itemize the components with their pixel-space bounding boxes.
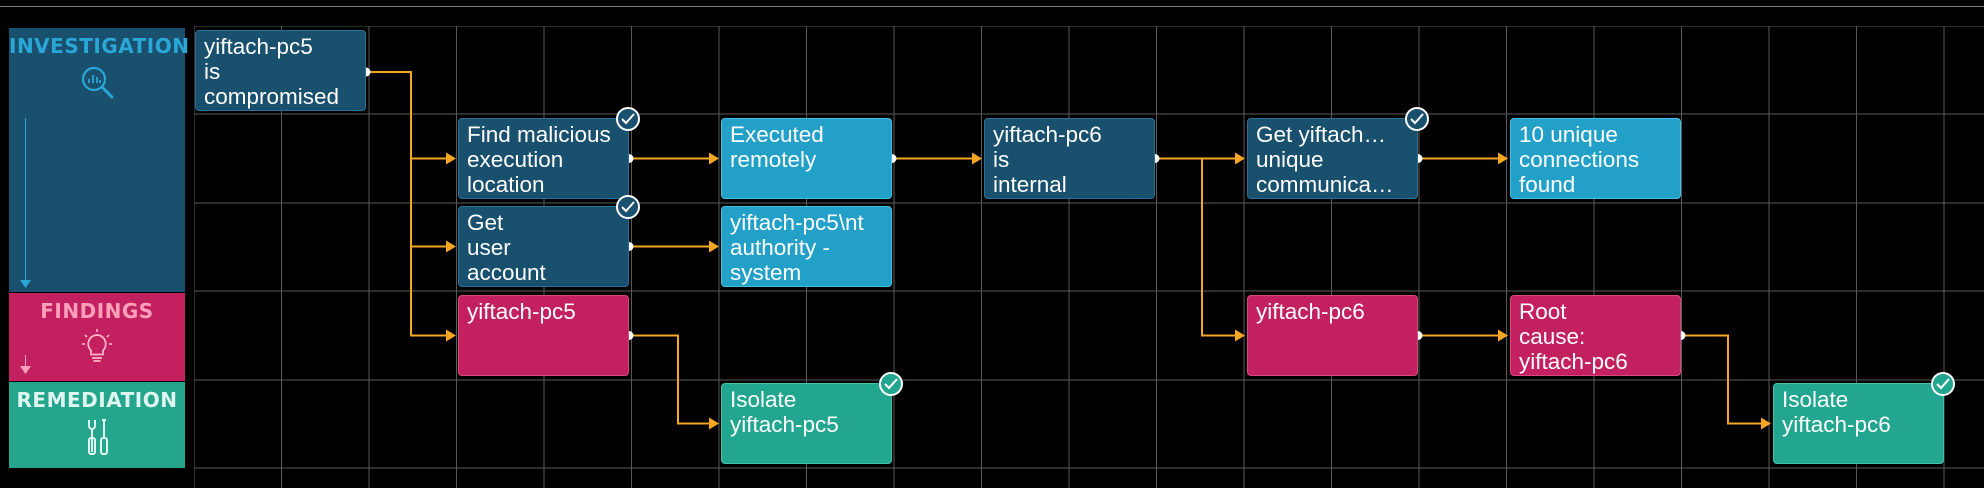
connector-arrowhead	[709, 240, 719, 253]
task-label-line: execution	[467, 147, 564, 172]
connector-arrowhead	[709, 152, 719, 165]
checkmark-icon	[1405, 107, 1429, 131]
task-label-line: remotely	[730, 147, 817, 172]
lane-arrowhead-findings	[20, 366, 31, 374]
task-label-line: compromised	[204, 84, 340, 109]
task-label-line: Get yiftach…	[1256, 122, 1387, 147]
task-label-line: yiftach-pc6	[1519, 349, 1628, 374]
connector-line	[366, 71, 448, 160]
lane-arrow-investigation	[25, 118, 26, 284]
task-label-line: cause:	[1519, 324, 1586, 349]
connector-line	[1155, 157, 1237, 337]
connector-arrowhead	[972, 152, 982, 165]
connector-arrowhead	[1498, 152, 1508, 165]
connector-arrowhead	[446, 329, 456, 342]
task-label-line: Isolate	[730, 387, 797, 412]
task-label-line: unique	[1256, 147, 1324, 172]
lightbulb-icon	[9, 327, 185, 371]
task-label-line: Get	[467, 210, 504, 235]
task-label-line: connections	[1519, 147, 1640, 172]
connector-arrowhead	[446, 240, 456, 253]
task-label-line: yiftach-pc6	[1782, 412, 1891, 437]
task-label-line: 10 unique	[1519, 122, 1618, 147]
task-label-line: yiftach-pc5	[204, 34, 313, 59]
task-label-line: authority -	[730, 235, 831, 260]
lane-title-investigation: INVESTIGATION	[9, 34, 190, 58]
magnifier-chart-icon	[9, 62, 185, 106]
task-label-line: is	[993, 147, 1010, 172]
lane-title-remediation: REMEDIATION	[16, 388, 178, 412]
task-label-line: system	[730, 260, 802, 285]
task-label-line: internal	[993, 172, 1067, 197]
connector-line	[366, 71, 448, 337]
lane-arrow-findings	[25, 355, 26, 369]
task-label-line: Isolate	[1782, 387, 1849, 412]
task-label-line: yiftach-pc6	[1256, 299, 1365, 324]
connector-arrowhead	[1498, 329, 1508, 342]
connector-arrowhead	[1235, 329, 1245, 342]
checkmark-icon	[879, 372, 903, 396]
task-label-line: yiftach-pc5	[467, 299, 576, 324]
lane-findings: FINDINGS	[9, 293, 185, 381]
task-label-line: is	[204, 59, 221, 84]
checkmark-icon	[616, 107, 640, 131]
tools-icon	[9, 416, 185, 462]
task-label-line: communica…	[1256, 172, 1394, 197]
connector-arrowhead	[446, 152, 456, 165]
connector-arrowhead	[709, 417, 719, 430]
finding-yiftach-pc6[interactable]: yiftach-pc6	[1247, 295, 1418, 376]
canvas-grid	[194, 26, 1984, 488]
connector-arrowhead	[1235, 152, 1245, 165]
lane-arrowhead-investigation	[20, 280, 31, 288]
connector-line	[1681, 334, 1763, 425]
lane-investigation: INVESTIGATION	[9, 28, 190, 292]
finding-yiftach-pc5[interactable]: yiftach-pc5	[458, 295, 629, 376]
top-divider	[0, 6, 1984, 7]
task-label-line: found	[1519, 172, 1576, 197]
lane-remediation: REMEDIATION	[9, 382, 185, 468]
task-label-line: yiftach-pc6	[993, 122, 1102, 147]
checkmark-icon	[1931, 372, 1955, 396]
task-label-line: yiftach-pc5\nt	[730, 210, 864, 235]
task-label-line: yiftach-pc5	[730, 412, 839, 437]
task-label-line: location	[467, 172, 545, 197]
checkmark-icon	[616, 195, 640, 219]
task-label-line: Root	[1519, 299, 1567, 324]
connector-line	[629, 334, 711, 425]
task-label-line: user	[467, 235, 511, 260]
connector-arrowhead	[1761, 417, 1771, 430]
task-label-line: Executed	[730, 122, 824, 147]
task-label-line: Find malicious	[467, 122, 611, 147]
task-label-line: account	[467, 260, 546, 285]
lane-title-findings: FINDINGS	[40, 299, 154, 323]
